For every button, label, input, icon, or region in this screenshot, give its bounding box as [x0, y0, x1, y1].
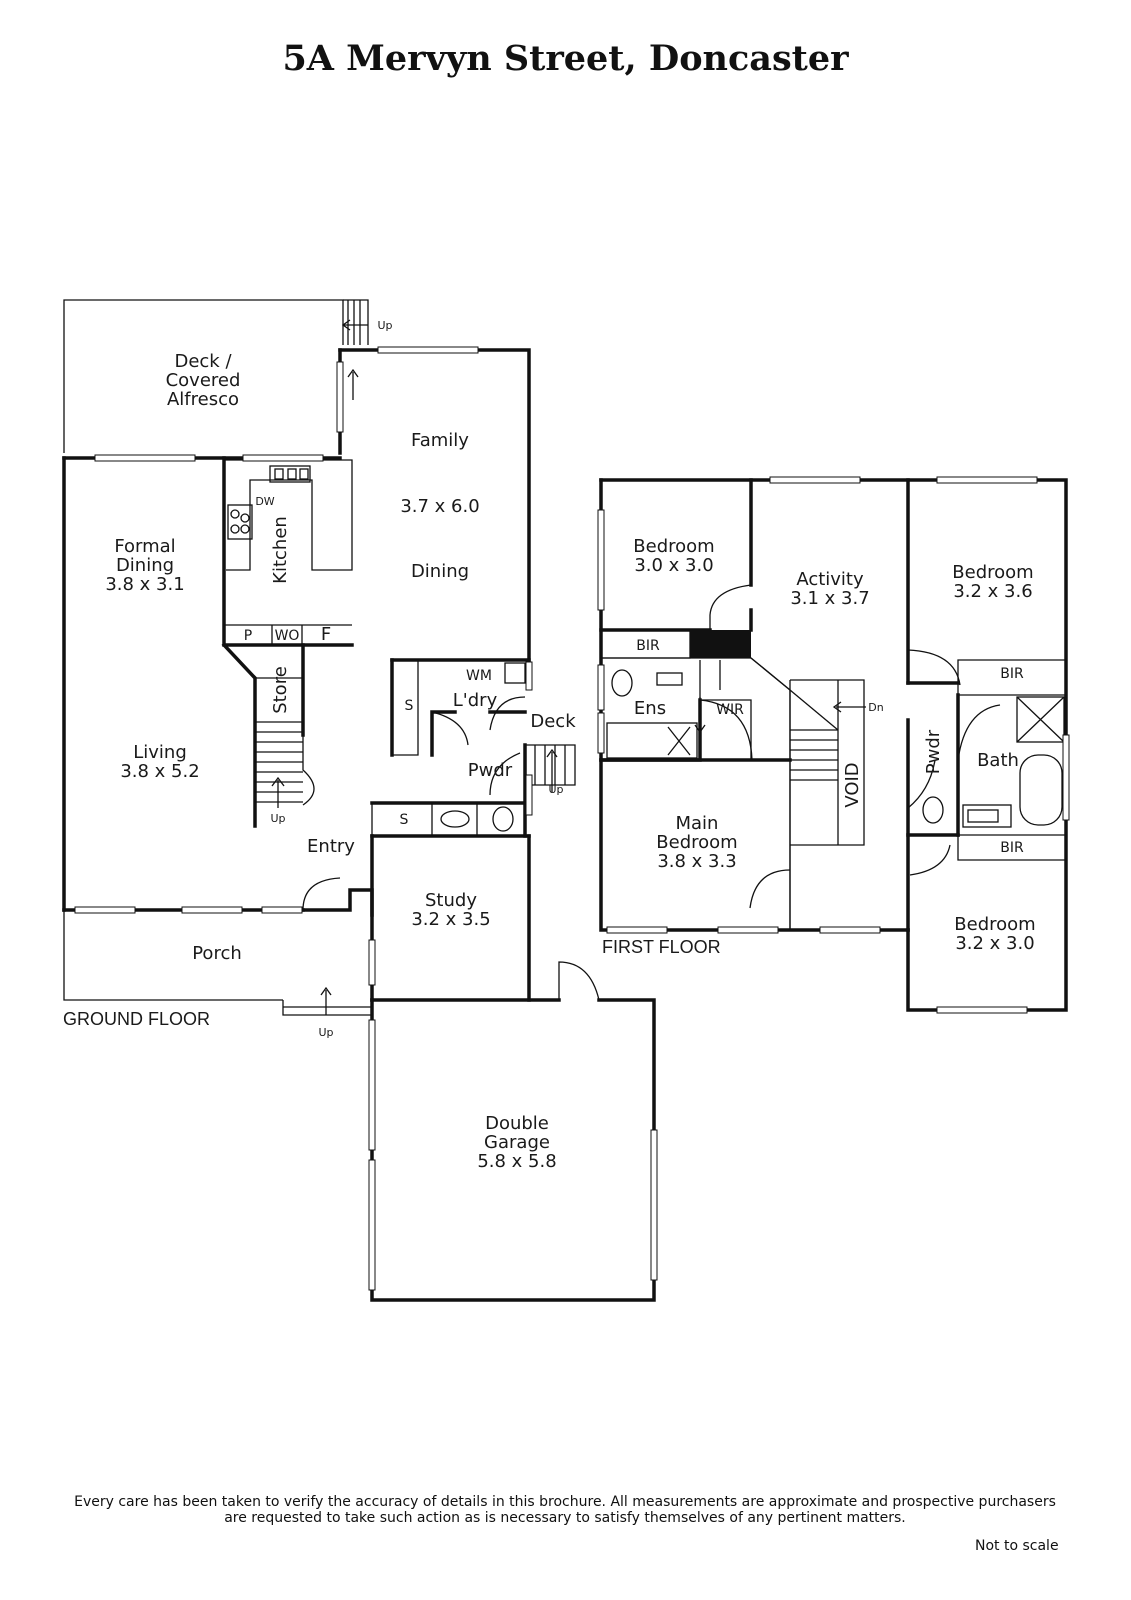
- first-floor-walls: [599, 478, 1068, 1012]
- bir-label-nw: BIR: [636, 638, 660, 654]
- bir-label-se: BIR: [1000, 840, 1024, 856]
- living-label: Living: [133, 742, 187, 763]
- garage-size: 5.8 x 5.8: [477, 1151, 556, 1172]
- deck-label: Deck: [530, 711, 576, 732]
- pwdr-label-first: Pwdr: [923, 729, 944, 774]
- dw-label: DW: [255, 495, 274, 508]
- pantry-label: P: [244, 628, 252, 644]
- study-size: 3.2 x 3.5: [411, 909, 490, 930]
- family-label: Family: [411, 430, 469, 451]
- deck-alfresco-label-3: Alfresco: [167, 389, 239, 410]
- kitchen-label: Kitchen: [270, 516, 291, 584]
- living-size: 3.8 x 5.2: [120, 761, 199, 782]
- plan-title: 5A Mervyn Street, Doncaster: [282, 38, 849, 79]
- store-label: Store: [270, 666, 291, 714]
- formal-dining-label-2: Dining: [116, 555, 174, 576]
- disclaimer-line-2: are requested to take such action as is …: [224, 1510, 906, 1526]
- void-label: VOID: [842, 762, 863, 807]
- pwdr-label: Pwdr: [468, 760, 513, 781]
- first-floor-labels: Bedroom 3.0 x 3.0 Activity 3.1 x 3.7 Bed…: [602, 536, 1036, 957]
- pwdr-sink-label: S: [400, 812, 409, 828]
- formal-dining-label-1: Formal: [114, 536, 175, 557]
- bedroom-ne-size: 3.2 x 3.6: [953, 581, 1032, 602]
- activity-label: Activity: [796, 569, 864, 590]
- family-size: 3.7 x 6.0: [400, 496, 479, 517]
- study-label: Study: [425, 890, 477, 911]
- wo-label: WO: [275, 628, 300, 644]
- garage-label-1: Double: [485, 1113, 549, 1134]
- first-floor-windows: [597, 476, 1070, 1014]
- first-floor-label: FIRST FLOOR: [602, 937, 721, 957]
- activity-size: 3.1 x 3.7: [790, 588, 869, 609]
- bedroom-ne-label: Bedroom: [952, 562, 1033, 583]
- ground-floor-windows: [74, 346, 658, 1291]
- disclaimer-line-1: Every care has been taken to verify the …: [74, 1494, 1056, 1510]
- fridge-label: F: [321, 624, 331, 645]
- living-stair-up: Up: [270, 812, 285, 825]
- main-bedroom-label-1: Main: [676, 813, 719, 834]
- ground-floor-walls: [62, 299, 656, 1302]
- ground-floor-fixtures: [227, 465, 526, 832]
- laundry-label: L'dry: [453, 690, 498, 711]
- bedroom-se-size: 3.2 x 3.0: [955, 933, 1034, 954]
- deck-stair-up-top: Up: [377, 319, 392, 332]
- laundry-sink-label: S: [405, 698, 414, 714]
- porch-label: Porch: [192, 943, 242, 964]
- bedroom-nw-size: 3.0 x 3.0: [634, 555, 713, 576]
- main-bedroom-size: 3.8 x 3.3: [657, 851, 736, 872]
- bedroom-se-label: Bedroom: [954, 914, 1035, 935]
- dining-label: Dining: [411, 561, 469, 582]
- formal-dining-size: 3.8 x 3.1: [105, 574, 184, 595]
- bir-label-ne: BIR: [1000, 666, 1024, 682]
- garage-label-2: Garage: [484, 1132, 550, 1153]
- main-bedroom-label-2: Bedroom: [656, 832, 737, 853]
- deck-alfresco-label-1: Deck /: [174, 351, 232, 372]
- ground-floor-label: GROUND FLOOR: [63, 1009, 210, 1029]
- deck-alfresco-label-2: Covered: [166, 370, 241, 391]
- ens-label: Ens: [634, 698, 666, 719]
- bedroom-nw-label: Bedroom: [633, 536, 714, 557]
- entry-label: Entry: [307, 836, 355, 857]
- porch-stair-up: Up: [318, 1026, 333, 1039]
- disclaimer: Every care has been taken to verify the …: [20, 1494, 1110, 1526]
- ground-floor-labels: Deck / Covered Alfresco Family 3.7 x 6.0…: [63, 319, 576, 1172]
- bath-label: Bath: [977, 750, 1019, 771]
- wir-label: WIR: [716, 702, 744, 718]
- stair-dn-label: Dn: [868, 701, 883, 714]
- wm-label: WM: [466, 668, 492, 684]
- not-to-scale-note: Not to scale: [975, 1538, 1059, 1554]
- deck-stair-up: Up: [548, 783, 563, 796]
